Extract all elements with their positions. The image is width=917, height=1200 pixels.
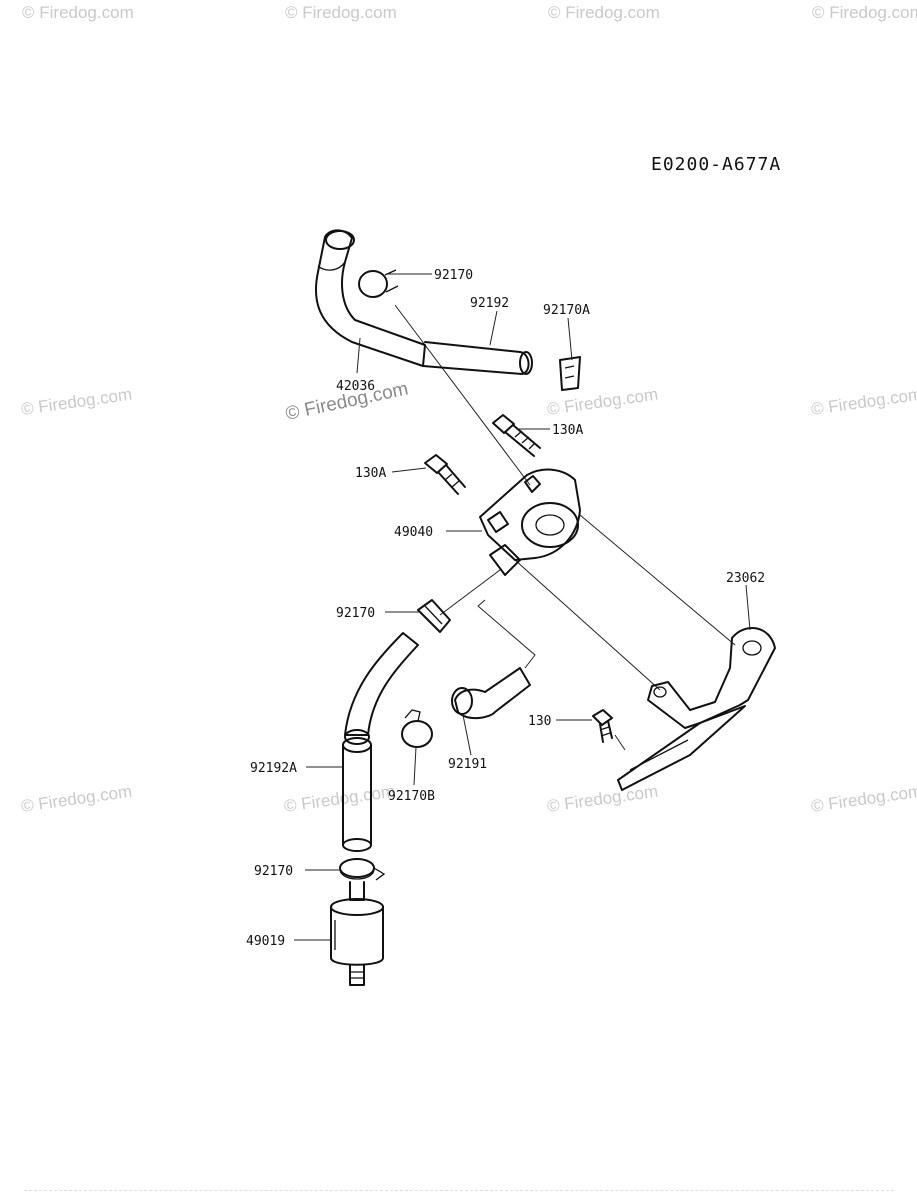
- part-label-92170: 92170: [254, 864, 293, 879]
- bracket-23062: [617, 627, 776, 791]
- hose-92192A: [342, 632, 419, 852]
- fuel-pump-49040: [479, 468, 581, 576]
- part-label-23062: 23062: [726, 571, 765, 586]
- assembly-lines: [394, 304, 736, 751]
- watermark: © Firedog.com: [20, 385, 133, 419]
- watermark: © Firedog.com: [548, 3, 660, 22]
- clip-92170A: [559, 356, 581, 391]
- diagram-code: E0200-A677A: [651, 154, 781, 175]
- watermark: © Firedog.com: [285, 3, 397, 22]
- bolt-130A-right: [492, 414, 541, 457]
- part-label-92170A: 92170A: [543, 303, 590, 318]
- fuel-filter-49019: [330, 881, 384, 986]
- hose-42036: [314, 229, 426, 367]
- part-labels: 92170 92192 92170A 42036 130A 130A 49040…: [246, 268, 765, 949]
- bottom-rule: [24, 1190, 894, 1191]
- part-label-130: 130: [528, 714, 551, 729]
- watermark: © Firedog.com: [546, 782, 659, 816]
- watermark: © Firedog.com: [20, 782, 133, 816]
- part-label-130A: 130A: [552, 423, 583, 438]
- watermark: © Firedog.com: [810, 385, 917, 419]
- part-label-49040: 49040: [394, 525, 433, 540]
- watermark: © Firedog.com: [283, 782, 396, 816]
- part-label-92192: 92192: [470, 296, 509, 311]
- part-label-92170: 92170: [434, 268, 473, 283]
- part-label-92192A: 92192A: [250, 761, 297, 776]
- part-label-92191: 92191: [448, 757, 487, 772]
- bolt-130: [592, 709, 613, 743]
- watermark: © Firedog.com: [810, 782, 917, 816]
- leader-lines: [294, 273, 751, 941]
- hose-92192: [422, 341, 533, 375]
- watermark: © Firedog.com: [812, 3, 917, 22]
- part-label-49019: 49019: [246, 934, 285, 949]
- bolt-130A-left: [424, 454, 466, 495]
- part-label-92170: 92170: [336, 606, 375, 621]
- part-label-130A: 130A: [355, 466, 386, 481]
- clamp-92170-bottom: [339, 858, 386, 881]
- watermark-layer: © Firedog.com © Firedog.com © Firedog.co…: [20, 3, 917, 816]
- part-label-42036: 42036: [336, 379, 375, 394]
- watermark: © Firedog.com: [22, 3, 134, 22]
- clamp-92170-mid: [417, 599, 451, 633]
- part-label-92170B: 92170B: [388, 789, 435, 804]
- clamp-92170B: [401, 709, 433, 748]
- hose-92191: [451, 667, 531, 719]
